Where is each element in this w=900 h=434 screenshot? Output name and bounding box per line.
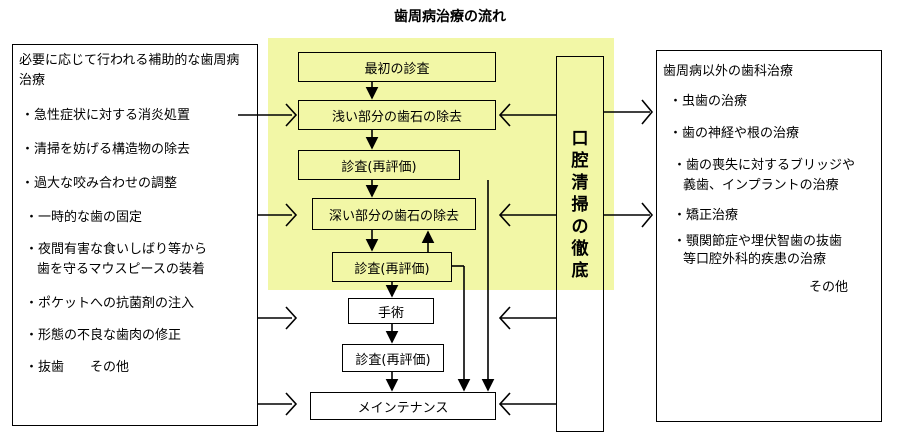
supplementary-item: ・過大な咬み合わせの調整	[21, 176, 178, 191]
step-shallow-scaling: 浅い部分の歯石の除去	[298, 100, 496, 130]
step-reevaluation-3: 診査(再評価)	[342, 344, 444, 372]
supplementary-heading: 必要に応じて行われる補助的な歯周病治療	[19, 53, 240, 88]
supplementary-item: ・形態の不良な歯肉の修正	[25, 328, 182, 343]
other-treatment-item: 等口腔外科的疾患の治療	[683, 252, 827, 267]
supplementary-item: ・抜歯 その他	[25, 360, 130, 375]
supplementary-item: ・急性症状に対する消炎処置	[21, 108, 191, 123]
supplementary-item: ・一時的な歯の固定	[25, 210, 143, 225]
step-surgery: 手術	[348, 298, 434, 324]
step-reevaluation-2: 診査(再評価)	[332, 252, 452, 282]
step-reevaluation-1: 診査(再評価)	[298, 150, 460, 180]
other-treatment-item: ・歯の喪失に対するブリッジや	[673, 158, 856, 173]
supplementary-item: ・ポケットへの抗菌剤の注入	[25, 296, 195, 311]
other-treatment-item: ・矯正治療	[673, 208, 739, 223]
step-maintenance: メインテナンス	[310, 392, 496, 420]
other-treatment-heading: 歯周病以外の歯科治療	[663, 64, 794, 79]
other-treatment-item: ・虫歯の治療	[669, 94, 748, 109]
step-initial-exam: 最初の診査	[298, 52, 496, 82]
step-deep-scaling: 深い部分の歯石の除去	[312, 198, 476, 230]
supplementary-item: ・清掃を妨げる構造物の除去	[21, 142, 191, 157]
other-treatment-item: その他	[809, 280, 849, 295]
supplementary-item: 歯を守るマウスピースの装着	[37, 262, 205, 277]
oral-cleaning-text: 口腔清掃の徹底	[571, 129, 589, 281]
other-treatment-item: ・顎関節症や埋伏智歯の抜歯	[673, 234, 843, 249]
other-treatment-item: 義歯、インプラントの治療	[683, 178, 839, 193]
other-treatment-item: ・歯の神経や根の治療	[669, 126, 800, 141]
supplementary-item: ・夜間有害な食いしばり等から	[25, 242, 208, 257]
oral-cleaning-lower	[557, 290, 603, 431]
diagram-title: 歯周病治療の流れ	[394, 9, 506, 25]
oral-cleaning-label: 口腔清掃の徹底	[569, 128, 591, 282]
other-dental-treatment-panel: 歯周病以外の歯科治療 ・虫歯の治療 ・歯の神経や根の治療 ・歯の喪失に対するブリ…	[656, 50, 882, 422]
supplementary-treatment-panel: 必要に応じて行われる補助的な歯周病治療 ・急性症状に対する消炎処置 ・清掃を妨げ…	[12, 44, 258, 426]
